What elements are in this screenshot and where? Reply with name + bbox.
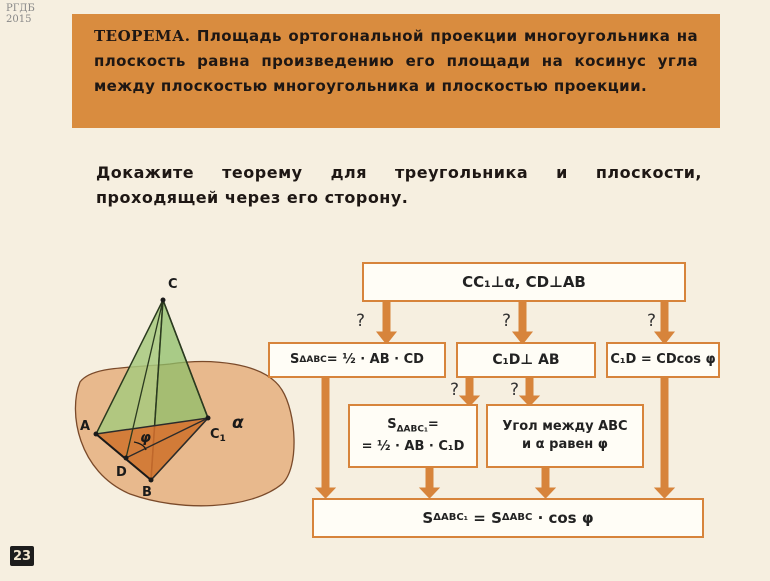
- arrow-top-right: [660, 299, 669, 333]
- angle-arc: [133, 441, 147, 451]
- segment-ab: [95, 433, 152, 481]
- point-c1: [205, 415, 211, 421]
- theorem-box: ТЕОРЕМА. Площадь ортогональной проекции …: [72, 14, 720, 128]
- question-1: ?: [356, 311, 366, 331]
- box-angle: Угол между ABC и α равен φ: [486, 404, 644, 468]
- label-c1-main: C: [210, 427, 220, 442]
- arrow-mid-left-head: [458, 395, 481, 407]
- question-4: ?: [450, 380, 460, 400]
- theorem-text: Площадь ортогональной проекции многоугол…: [94, 27, 698, 95]
- arrow-top-right-head: [653, 331, 676, 345]
- arrow-row3-right: [541, 467, 550, 489]
- area-abc1-line1: SΔABC₁=: [387, 416, 439, 439]
- arrow-row3-right-head: [534, 487, 557, 499]
- arrow-mid-left: [465, 377, 474, 397]
- label-c: C: [168, 277, 178, 292]
- question-5: ?: [510, 380, 520, 400]
- watermark-line-1: РГДБ: [6, 3, 35, 14]
- arrow-top-middle-head: [511, 331, 534, 345]
- arrow-mid-right-head: [518, 395, 541, 407]
- theorem-label: ТЕОРЕМА.: [94, 27, 191, 45]
- label-b: B: [142, 485, 152, 500]
- label-d: D: [116, 465, 127, 480]
- area-abc1-line2: = ½ · AB · C₁D: [361, 439, 465, 455]
- conclusion-s1: S: [422, 509, 434, 527]
- watermark: РГДБ 2015: [6, 3, 35, 25]
- point-a: [93, 431, 99, 437]
- point-c: [160, 297, 166, 303]
- label-alpha: α: [232, 413, 244, 433]
- conclusion-sub1: ΔABC₁: [433, 512, 469, 523]
- flow-arrows: [314, 299, 676, 499]
- arrow-mid-right: [525, 377, 534, 397]
- point-b: [148, 477, 154, 483]
- area-abc-s: S: [290, 352, 300, 367]
- box-c1d-cos: C₁D = CDcos φ: [606, 342, 720, 378]
- arrow-row3-left: [425, 467, 434, 489]
- arrow-top-left-head: [375, 331, 398, 345]
- area-abc-sub: ΔABC: [299, 355, 327, 365]
- label-c1-sub: 1: [220, 434, 226, 444]
- segment-cc1: [162, 299, 209, 419]
- arrow-top-middle: [518, 299, 527, 333]
- task-text: Докажите теорему для треугольника и плос…: [96, 163, 702, 207]
- conclusion-cos: · cos φ: [532, 509, 594, 527]
- arrow-top-left: [382, 299, 391, 333]
- area-abc1-s: S: [387, 416, 397, 432]
- area-abc-formula: = ½ · AB · CD: [326, 352, 424, 367]
- arrow-left-long: [321, 377, 330, 489]
- segment-c1d: [125, 417, 209, 459]
- arrow-row3-left-head: [418, 487, 441, 499]
- area-abc1-eq: =: [427, 416, 439, 432]
- label-c1: C1: [210, 427, 226, 444]
- conclusion-sub2: ΔABC: [501, 512, 533, 523]
- box-given: CC₁⊥α, CD⊥AB: [362, 262, 686, 302]
- point-d: [123, 455, 129, 461]
- angle-line1: Угол между ABC: [502, 419, 628, 434]
- question-2: ?: [502, 311, 512, 331]
- conclusion-s2: S: [491, 509, 502, 527]
- area-abc1-sub: ΔABC₁: [396, 424, 428, 435]
- box-area-abc1: SΔABC₁= = ½ · AB · C₁D: [348, 404, 478, 468]
- segment-cd: [125, 299, 164, 459]
- label-a: A: [80, 419, 90, 434]
- arrow-right-long-head: [653, 487, 676, 499]
- arrow-right-long: [660, 377, 669, 489]
- question-3: ?: [647, 311, 657, 331]
- watermark-line-2: 2015: [6, 14, 32, 25]
- angle-line2: и α равен φ: [522, 437, 608, 452]
- box-c1d-perp-ab: C₁D⊥ AB: [456, 342, 596, 378]
- arrow-left-long-head: [314, 487, 337, 499]
- label-phi: φ: [140, 430, 151, 446]
- page-number: 23: [10, 546, 34, 566]
- conclusion-eq: =: [468, 509, 492, 527]
- geometry-figure: C A D B C1 α φ: [74, 277, 295, 507]
